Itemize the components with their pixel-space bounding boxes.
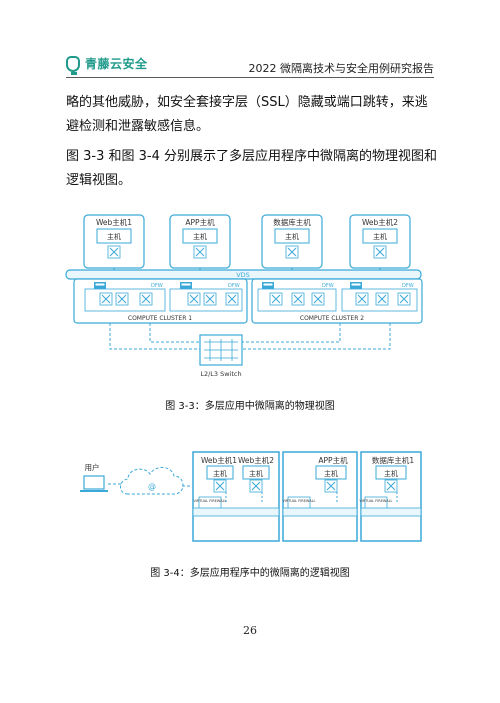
zone-label-db: 数据库主机1	[372, 455, 414, 465]
zone-label-web2: Web主机2	[238, 455, 274, 465]
switch-label: L2/L3 Switch	[200, 370, 241, 378]
host-inner-web2: 主机	[373, 232, 387, 241]
host-box-web2: Web主机2 主机	[349, 214, 411, 269]
host-box-db: 数据库主机 主机	[261, 214, 323, 269]
host-label-db: 数据库主机	[273, 217, 311, 227]
figure-3-4-caption: 图 3-4：多层应用程序中的微隔离的逻辑视图	[150, 568, 350, 579]
zone-app: APP主机 主机 VIRTUAL FIREWALL	[282, 451, 358, 542]
l2-l3-switch: L2/L3 Switch	[199, 334, 243, 378]
dfw-label: DFW	[402, 283, 414, 289]
host-inner-db: 主机	[285, 232, 299, 241]
host-inner-web1: 主机	[107, 232, 121, 241]
host-box-web1: Web主机1 主机	[83, 214, 145, 269]
header-divider	[66, 77, 434, 78]
zone-inner-web1: 主机	[213, 469, 227, 478]
zone-inner-web2: 主机	[249, 469, 263, 478]
dfw-label: DFW	[228, 283, 240, 289]
figure-3-3-caption: 图 3-3：多层应用中微隔离的物理视图	[165, 401, 335, 412]
host-label-web1: Web主机1	[96, 217, 132, 227]
brand-logo: 青藤云安全	[66, 55, 148, 75]
internet-cloud: @	[120, 467, 184, 495]
dfw-label: DFW	[151, 283, 163, 289]
host-box-app: APP主机 主机	[169, 214, 231, 269]
user-laptop: 用户	[80, 462, 108, 492]
virtual-firewall-label: VIRTUAL FIREWALL	[193, 499, 226, 503]
page-number: 26	[243, 624, 257, 637]
body-paragraph-1: 略的其他威胁，如安全套接字层（SSL）隐藏或端口跳转，来逃避检测和泄露敏感信息。	[66, 95, 428, 134]
vm-icon	[324, 479, 338, 493]
vm-icon	[384, 479, 398, 493]
cloud-symbol: @	[148, 482, 156, 491]
host-inner-app: 主机	[193, 232, 207, 241]
brand-name: 青藤云安全	[85, 57, 148, 71]
zone-label-app: APP主机	[318, 455, 348, 465]
cluster-1-label: COMPUTE CLUSTER 1	[128, 315, 192, 322]
host-label-app: APP主机	[185, 217, 215, 227]
zone-web: Web主机1 Web主机2 主机 主机 VIRTUAL FIREWALL	[192, 451, 280, 542]
laptop-icon	[83, 475, 105, 490]
zone-db: 数据库主机1 主机 VIRTUAL FIREWALL	[359, 451, 422, 542]
zone-inner-db: 主机	[384, 469, 398, 478]
vm-icon	[249, 479, 263, 493]
cluster-2-label: COMPUTE CLUSTER 2	[300, 315, 364, 322]
compute-cluster-1: DFW DFW COMPUTE CLUSTER 1	[73, 278, 248, 324]
compute-cluster-2: DFW DFW COMPUTE CLUSTER 2	[251, 278, 423, 324]
brand-logo-icon	[66, 55, 80, 75]
zone-label-web1: Web主机1	[201, 455, 237, 465]
dfw-label: DFW	[322, 283, 334, 289]
host-label-web2: Web主机2	[362, 217, 398, 227]
body-paragraph-2: 图 3-3 和图 3-4 分别展示了多层应用程序中微隔离的物理视图和逻辑视图。	[66, 149, 437, 188]
virtual-firewall-label: VIRTUAL FIREWALL	[282, 499, 315, 503]
vds-label: VDS	[236, 271, 250, 279]
user-label: 用户	[85, 462, 100, 472]
vm-icon	[213, 479, 227, 493]
zone-inner-app: 主机	[324, 469, 338, 478]
document-title: 2022 微隔离技术与安全用例研究报告	[248, 62, 435, 75]
virtual-firewall-label: VIRTUAL FIREWALL	[359, 499, 392, 503]
